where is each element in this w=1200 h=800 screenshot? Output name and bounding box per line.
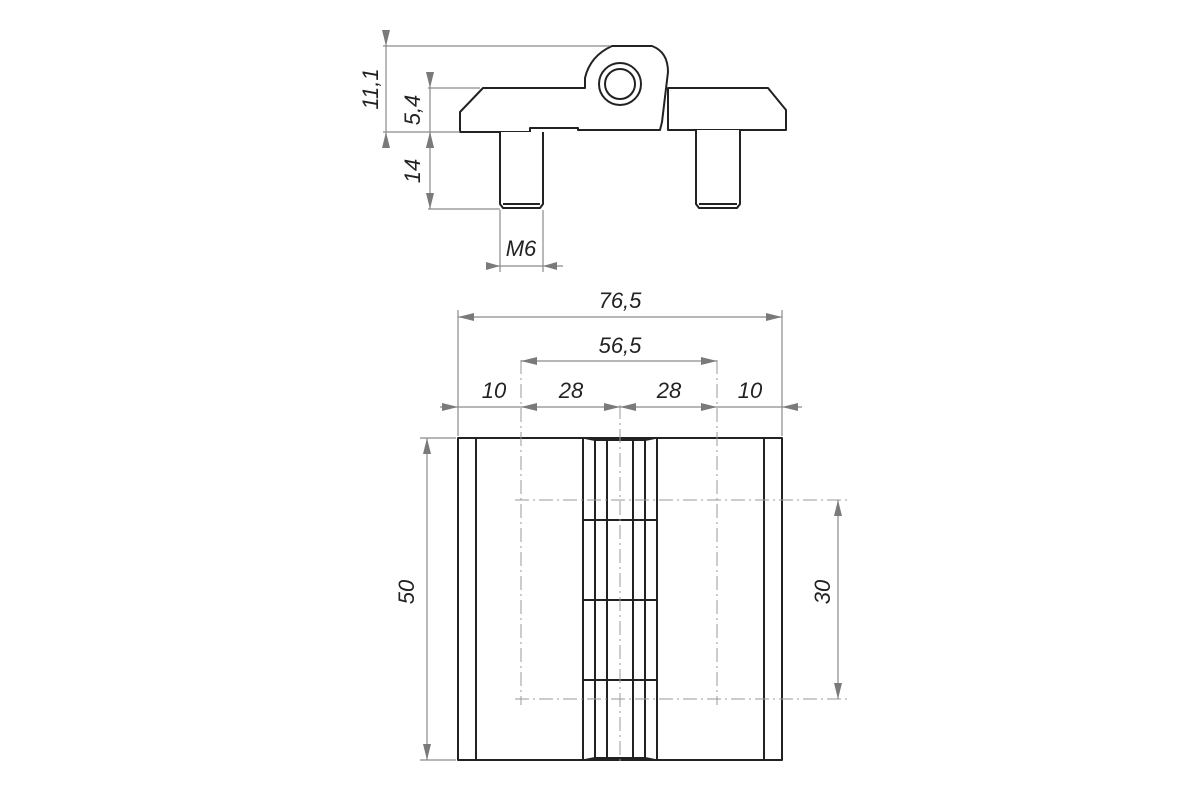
- arrow-plate-height-top: [426, 72, 434, 88]
- arrow-total-height-top: [382, 30, 390, 46]
- arrow-pin-length-top: [426, 132, 434, 148]
- arrow-hole-spacing-right: [701, 357, 717, 365]
- arrow-chain-center-right: [620, 403, 636, 411]
- arrow-chain-hole-right: [701, 403, 717, 411]
- label-half-left: 28: [558, 378, 584, 403]
- label-edge-right: 10: [738, 378, 763, 403]
- arrow-chain-hole-left: [521, 403, 537, 411]
- label-half-right: 28: [656, 378, 682, 403]
- label-pin-length: 14: [400, 159, 425, 183]
- label-thread: M6: [506, 236, 537, 261]
- arrow-hole-height-bottom: [834, 683, 842, 699]
- label-overall-width: 76,5: [599, 288, 643, 313]
- right-stud: [695, 130, 741, 209]
- arrow-hole-spacing-left: [521, 357, 537, 365]
- label-hole-spacing: 56,5: [599, 333, 643, 358]
- left-stud: [499, 132, 544, 209]
- arrow-thread-right: [543, 262, 557, 270]
- arrow-height-top: [423, 438, 431, 454]
- pin-inner-circle: [604, 68, 636, 100]
- arrow-hole-height-top: [834, 500, 842, 516]
- label-total-height: 11,1: [358, 68, 383, 109]
- arrow-height-bottom: [423, 744, 431, 760]
- top-view: 76,5 56,5 10 28 28 10 50 30: [394, 288, 850, 765]
- right-leaf-profile: [667, 87, 787, 131]
- arrow-overall-width-right: [766, 313, 782, 321]
- label-hole-height: 30: [810, 579, 835, 604]
- label-plate-height: 5,4: [400, 95, 425, 126]
- label-height: 50: [394, 579, 419, 604]
- side-view: 11,1 5,4 14 M6: [358, 30, 787, 272]
- label-edge-left: 10: [482, 378, 507, 403]
- pin-outer-circle: [598, 62, 642, 106]
- arrow-total-height-bottom: [382, 132, 390, 148]
- left-leaf-profile: [459, 45, 669, 133]
- arrow-chain-center-left: [604, 403, 620, 411]
- arrow-pin-length-bottom: [426, 193, 434, 209]
- arrow-thread-left: [486, 262, 500, 270]
- arrow-chain-edge-right: [782, 403, 798, 411]
- arrow-chain-edge-left: [442, 403, 458, 411]
- arrow-overall-width-left: [458, 313, 474, 321]
